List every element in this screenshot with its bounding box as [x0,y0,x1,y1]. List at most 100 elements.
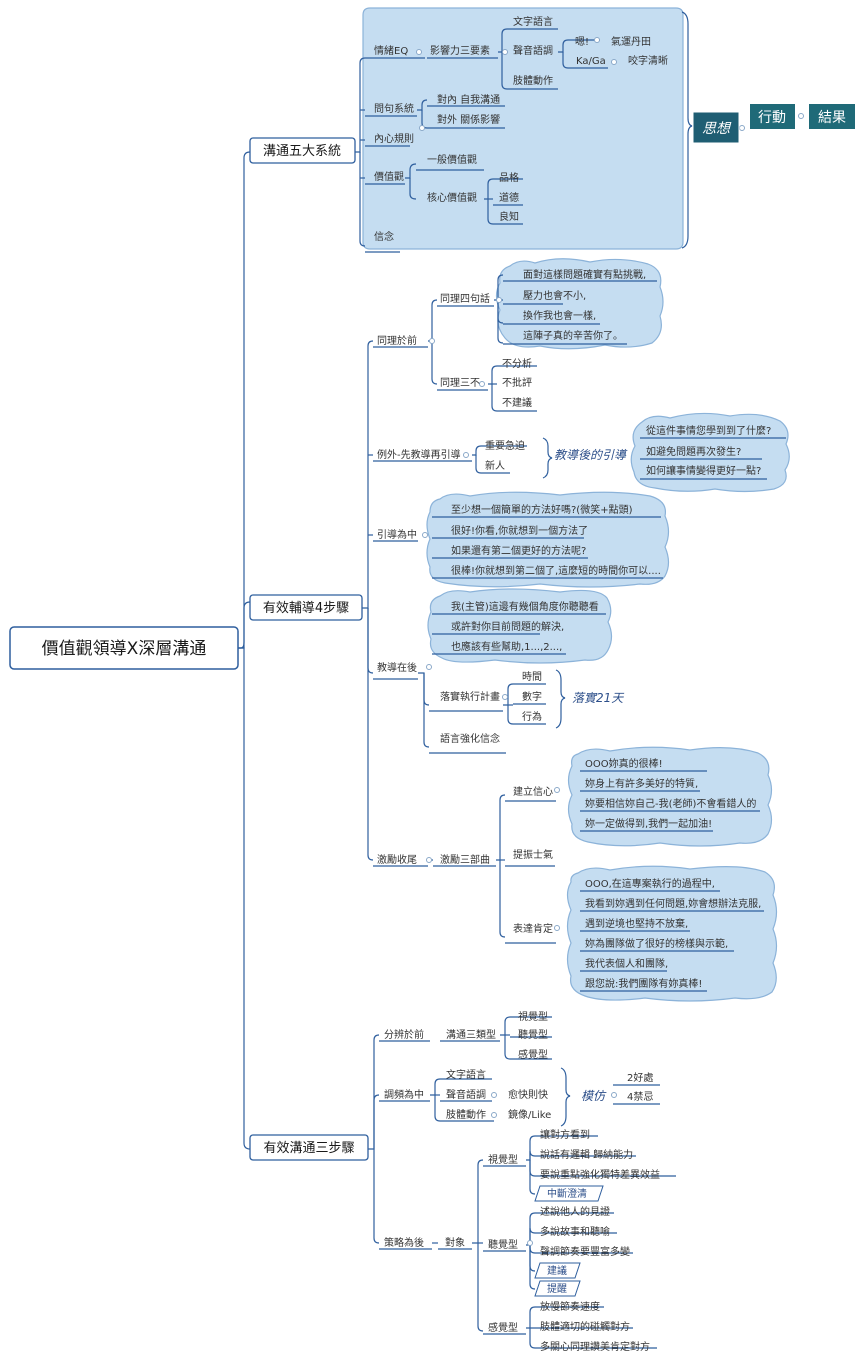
node-k1[interactable]: 放慢節奏速度 [540,1300,600,1313]
guide-line-4: 很棒!你就想到第二個了,這麼短的時間你可以.... [451,564,661,577]
node-time[interactable]: 時間 [522,671,542,683]
communication-nodes: 分辨於前 溝通三類型 視覺型 聽覺型 感覺型 調頻為中 文字語言 聲音語調 肢體… [384,1010,660,1353]
node-conscience[interactable]: 良知 [499,210,519,223]
node-kinesthetic[interactable]: 感覺型 [518,1048,548,1061]
node-fast-slow[interactable]: 愈快則快 [508,1088,548,1101]
node-body-act[interactable]: 肢體動作 [513,74,553,87]
branch-label-communication: 有效溝通三步驟 [263,1141,354,1156]
praise-line-2: 我看到妳遇到任何問題,妳會想辦法克服, [585,897,761,910]
node-clear[interactable]: 咬字清晰 [628,54,668,67]
node-target[interactable]: 對象 [445,1236,465,1249]
connectors [238,11,786,1349]
node-v2[interactable]: 說話有邏輯 歸納能力 [540,1148,633,1161]
node-four-phrases[interactable]: 同理四句話 [440,292,490,305]
node-not-suggest[interactable]: 不建議 [502,396,532,409]
node-teach-after[interactable]: 教導在後 [377,661,417,674]
node-three-parts[interactable]: 激勵三部曲 [440,853,490,866]
coaching-nodes: 同理於前 同理四句話 面對這樣問題確實有點挑戰, 壓力也會不小, 換作我也會一樣… [377,268,771,990]
tag-21-days: 落實21天 [572,691,625,705]
node-praise[interactable]: 表達肯定 [513,922,553,935]
node-morality[interactable]: 道德 [499,191,519,204]
node-k3[interactable]: 多關心同理讚美肯定對方 [540,1340,650,1353]
praise-line-3: 遇到逆境也堅持不放棄, [585,917,688,930]
node-tune[interactable]: 調頻為中 [384,1088,424,1101]
node-empathy-first[interactable]: 同理於前 [377,334,417,347]
node-urgent[interactable]: 重要急迫 [485,439,525,452]
skew-tags: 中斷澄清 建議 提醒 [534,1185,604,1297]
teach-line-3: 也應該有些幫助,1...,2..., [451,640,562,653]
node-a2[interactable]: 多說故事和聽喻 [540,1225,610,1238]
node-morale[interactable]: 提振士氣 [513,848,553,861]
node-visual[interactable]: 視覺型 [518,1010,548,1023]
tag-interrupt-clarify[interactable]: 中斷澄清 [534,1185,604,1202]
node-strategy[interactable]: 策略為後 [384,1236,424,1249]
node-inner-rule[interactable]: 內心規則 [374,133,414,145]
node-knobs [416,37,804,1246]
node-identify[interactable]: 分辨於前 [384,1028,424,1041]
node-eq[interactable]: 情緒EQ [374,44,408,57]
node-auditory[interactable]: 聽覺型 [518,1028,548,1041]
node-k2[interactable]: 肢體適切的碰觸對方 [540,1320,630,1333]
result-label: 結果 [818,110,846,126]
node-exception[interactable]: 例外-先教導再引導 [377,448,461,461]
conf-line-2: 妳身上有許多美好的特質, [585,777,698,790]
node-v3[interactable]: 要說重點強化獨特差異效益 [540,1168,660,1181]
node-three-nots[interactable]: 同理三不 [440,377,480,389]
node-forbid4[interactable]: 4禁忌 [627,1091,653,1103]
empathy-line-1: 面對這樣問題確實有點挑戰, [523,268,646,281]
node-behavior[interactable]: 行為 [522,710,542,723]
result-node[interactable]: 結果 [809,104,855,129]
teach-cloud [427,588,613,664]
tag-remind[interactable]: 提醒 [534,1280,581,1297]
node-affirm-lang[interactable]: 語言強化信念 [440,732,500,745]
node-not-analyze[interactable]: 不分析 [502,357,532,370]
node-outer[interactable]: 對外 關係影響 [437,113,500,126]
node-question-sys[interactable]: 問句系統 [374,102,414,115]
node-text-lang[interactable]: 文字語言 [513,15,553,28]
branch-node-coaching[interactable]: 有效輔導4步驟 [249,594,363,621]
node-influence[interactable]: 影響力三要素 [430,44,490,57]
node-newbie[interactable]: 新人 [485,459,505,472]
node-mirror[interactable]: 鏡像/Like [508,1108,551,1121]
system-nodes: 情緒EQ 影響力三要素 文字語言 聲音語調 肢體動作 嗯! 氣運丹田 Ka/Ga… [374,15,668,243]
node-tune-text[interactable]: 文字語言 [446,1068,486,1081]
node-values[interactable]: 價值觀 [374,170,404,183]
praise-line-5: 我代表個人和團隊, [585,957,668,970]
node-inner[interactable]: 對內 自我溝通 [437,93,500,106]
branch-node-system[interactable]: 溝通五大系統 [249,137,356,164]
tag-suggest[interactable]: 建議 [534,1262,581,1279]
node-character[interactable]: 品格 [499,171,519,184]
node-a-type[interactable]: 聽覺型 [488,1238,518,1251]
node-core-values[interactable]: 核心價值觀 [427,191,477,204]
node-a3[interactable]: 聲調節奏要豐富多變 [540,1245,630,1258]
node-hmm[interactable]: 嗯! [575,36,589,48]
question-line-3: 如何讓事情變得更好一點? [646,464,761,477]
root-node[interactable]: 價值觀領導X深層溝通 [9,626,239,670]
node-kaga[interactable]: Ka/Ga [576,56,606,67]
action-node[interactable]: 行動 [750,104,795,129]
interrupt-clarify-label: 中斷澄清 [547,1187,587,1200]
node-dantian[interactable]: 氣運丹田 [611,35,651,48]
node-plan[interactable]: 落實執行計畫 [440,690,500,703]
node-voice-lang[interactable]: 聲音語調 [513,44,553,57]
conf-line-1: OOO妳真的很棒! [585,757,663,770]
node-general-values[interactable]: 一般價值觀 [427,153,477,166]
node-benefit2[interactable]: 2好處 [627,1071,653,1084]
node-tune-voice[interactable]: 聲音語調 [446,1088,486,1101]
node-number[interactable]: 數字 [522,690,542,703]
node-belief[interactable]: 信念 [374,230,394,243]
node-k-type[interactable]: 感覺型 [488,1321,518,1334]
node-v-type[interactable]: 視覺型 [488,1153,518,1166]
think-node[interactable]: 思想 [692,111,740,144]
conf-line-4: 妳一定做得到,我們一起加油! [585,817,712,830]
node-a1[interactable]: 述說他人的見證 [540,1205,610,1218]
node-guide-mid[interactable]: 引導為中 [377,528,417,541]
node-tune-body[interactable]: 肢體動作 [446,1108,486,1121]
node-not-criticize[interactable]: 不批評 [502,376,532,389]
branch-node-communication[interactable]: 有效溝通三步驟 [249,1134,369,1161]
node-v1[interactable]: 讓對方看到 [540,1128,590,1141]
node-three-types[interactable]: 溝通三類型 [446,1028,496,1041]
node-encourage-end[interactable]: 激勵收尾 [377,853,417,866]
node-build-conf[interactable]: 建立信心 [513,785,553,798]
